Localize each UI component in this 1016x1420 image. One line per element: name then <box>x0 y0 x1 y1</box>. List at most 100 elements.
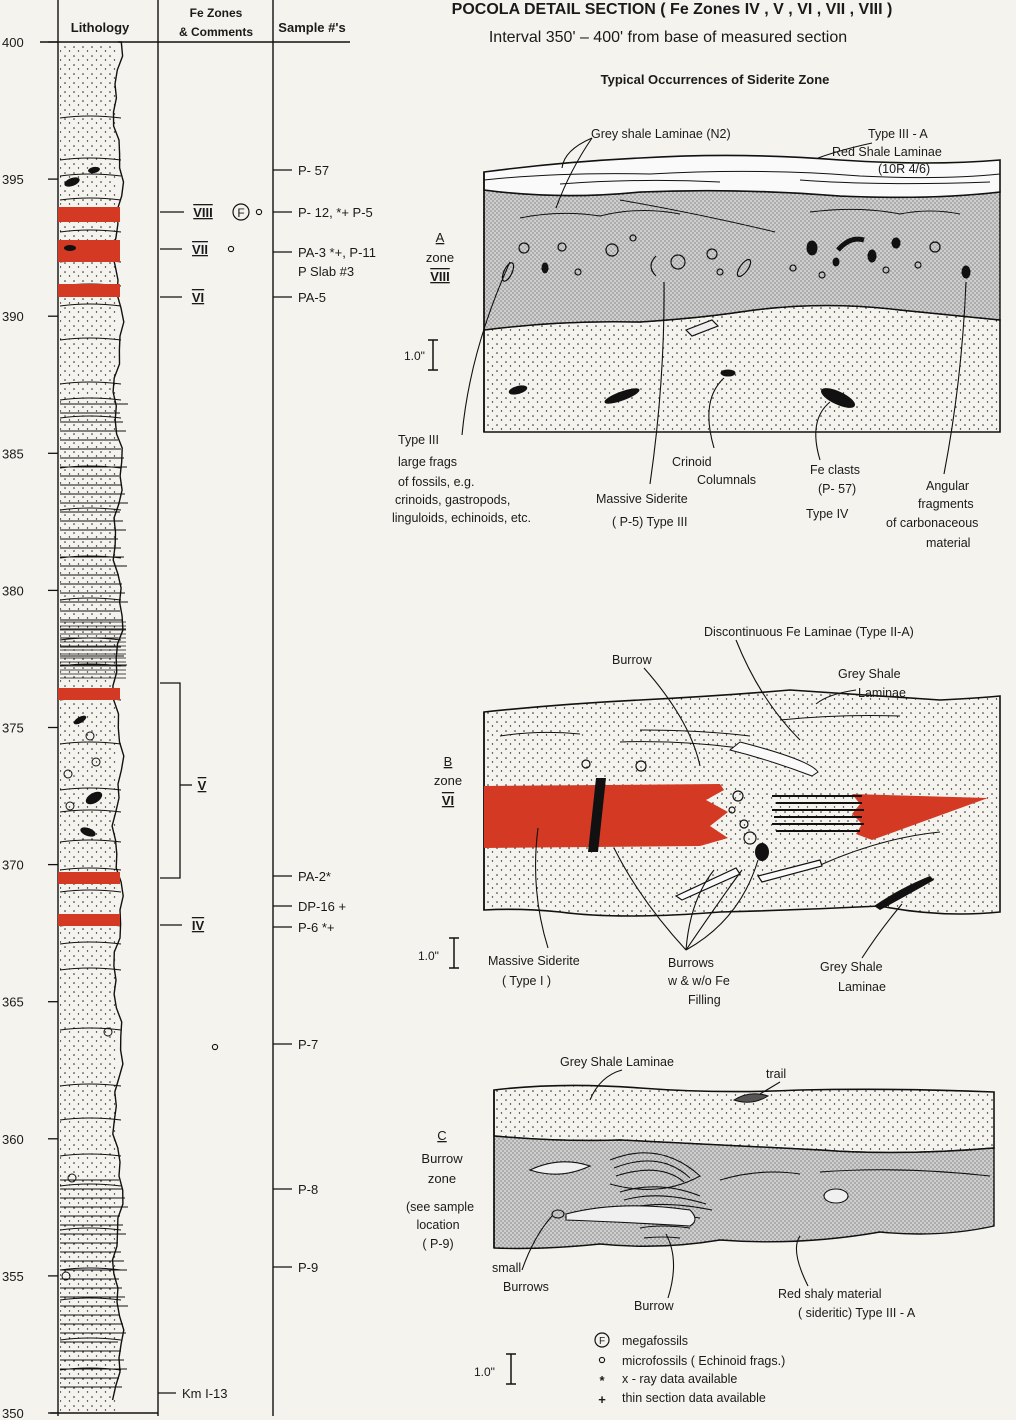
sample-label: P Slab #3 <box>298 264 354 279</box>
label-grey-shale-c: Grey Shale Laminae <box>560 1055 674 1069</box>
panel-b-id: zone <box>434 773 462 788</box>
label-red-shale-laminae: Red Shale Laminae <box>832 145 942 159</box>
label-small-burrows: small <box>492 1261 521 1275</box>
sample-label: Km I-13 <box>182 1386 228 1401</box>
litho-siderite-band-v <box>58 688 120 700</box>
fe-zone-v: V <box>198 778 207 793</box>
panel-a-id: A <box>436 230 445 245</box>
label-massive-siderite-b: Massive Siderite <box>488 954 580 968</box>
legend-thin-section-icon: + <box>598 1392 606 1407</box>
panel-c-red-shaly-material <box>494 1136 994 1249</box>
legend-xray-icon: * <box>599 1373 605 1388</box>
label-type-iii: Type III <box>398 433 439 447</box>
depth-tick-label: 385 <box>2 446 24 461</box>
panel-a-scale-label: 1.0" <box>404 349 425 363</box>
depth-tick-label: 375 <box>2 721 24 736</box>
depth-tick-label: 370 <box>2 858 24 873</box>
legend-microfossil-label: microfossils ( Echinoid frags.) <box>622 1354 785 1368</box>
label-grey-shale-laminae-n2: Grey shale Laminae (N2) <box>591 127 731 141</box>
megafossil-letter: F <box>237 206 244 220</box>
label-trail: trail <box>766 1067 786 1081</box>
litho-siderite-band-v <box>58 872 120 884</box>
depth-tick-label: 400 <box>2 35 24 50</box>
label-type-iii: large frags <box>398 455 457 469</box>
fe-zone-iv: IV <box>192 918 205 933</box>
label-crinoid-columnals: Crinoid <box>672 455 712 469</box>
litho-siderite-band-viii <box>58 207 120 222</box>
panel-b-scale-label: 1.0" <box>418 949 439 963</box>
legend-thin-section-label: thin section data available <box>622 1391 766 1405</box>
figure-title: POCOLA DETAIL SECTION ( Fe Zones IV , V … <box>452 1 893 18</box>
legend-megafossil-letter: F <box>599 1336 605 1347</box>
microfossil-marker-vii <box>228 246 233 251</box>
label-red-shale-code: (10R 4/6) <box>878 162 930 176</box>
label-burrow-b: Burrow <box>612 653 653 667</box>
label-angular-fragments: Angular <box>926 479 969 493</box>
panel-a-scale-bar <box>428 340 438 370</box>
fe-zone-vi: VI <box>192 290 204 305</box>
fe-zone-viii: VIII <box>193 205 213 220</box>
litho-siderite-band-vii <box>58 240 120 262</box>
label-type-iii: of fossils, e.g. <box>398 475 474 489</box>
sample-label: P-9 <box>298 1260 318 1275</box>
litho-siderite-band-iv <box>58 914 120 926</box>
label-fe-clasts: Type IV <box>806 507 849 521</box>
depth-tick-label: 395 <box>2 172 24 187</box>
panel-a-id: VIII <box>430 269 450 284</box>
label-massive-siderite-b: ( Type I ) <box>502 974 551 988</box>
depth-tick-label: 380 <box>2 583 24 598</box>
fe-zones <box>160 212 192 925</box>
figure-subtitle: Interval 350' – 400' from base of measur… <box>489 29 847 46</box>
label-burrows-fe-filling: w & w/o Fe <box>667 974 730 988</box>
sample-label: DP-16 + <box>298 899 346 914</box>
panel-b: 1.0" B zone VI Discontinuous Fe Laminae … <box>418 625 1000 1007</box>
sample-label: PA-5 <box>298 290 326 305</box>
label-burrow-c: Burrow <box>634 1299 675 1313</box>
label-discontinuous-fe-laminae: Discontinuous Fe Laminae (Type II-A) <box>704 625 914 639</box>
panel-b-scale-bar <box>449 938 459 968</box>
label-angular-fragments: of carbonaceous <box>886 516 978 530</box>
panel-c-id: Burrow <box>421 1151 463 1166</box>
legend-megafossil-label: megafossils <box>622 1334 688 1348</box>
depth-axis: 400 395 390 385 380 375 370 365 360 355 350 <box>2 35 58 1420</box>
fe-clast <box>64 245 76 251</box>
col-header-samples: Sample #'s <box>278 20 345 35</box>
fe-zone-vii: VII <box>192 242 208 257</box>
panel-c-id: (see sample <box>406 1200 474 1214</box>
depth-tick-label: 365 <box>2 995 24 1010</box>
label-type-iii: crinoids, gastropods, <box>395 493 510 507</box>
panel-c-id: ( P-9) <box>422 1237 453 1251</box>
sample-label: P-7 <box>298 1037 318 1052</box>
microfossil-marker-363 <box>212 1044 217 1049</box>
label-grey-shale-b: Grey Shale <box>838 667 901 681</box>
panel-a-id: zone <box>426 250 454 265</box>
panel-c-id: C <box>437 1128 446 1143</box>
sample-label: PA-3 *+, P-11 <box>298 245 376 260</box>
label-massive-siderite-a: ( P-5) Type III <box>612 515 688 529</box>
litho-siderite-band-vi <box>58 284 120 297</box>
lithology-column <box>58 42 128 1413</box>
depth-tick-label: 360 <box>2 1132 24 1147</box>
label-small-burrows: Burrows <box>503 1280 549 1294</box>
sample-label: P- 57 <box>298 163 329 178</box>
legend-xray-label: x - ray data available <box>622 1372 737 1386</box>
sample-label: PA-2* <box>298 869 331 884</box>
label-type-iii: linguloids, echinoids, etc. <box>392 511 531 525</box>
depth-tick-label: 355 <box>2 1269 24 1284</box>
depth-tick-label: 390 <box>2 309 24 324</box>
panel-c-id: location <box>416 1218 459 1232</box>
panel-b-id: B <box>444 754 453 769</box>
label-red-shaly-material: ( sideritic) Type III - A <box>798 1306 916 1320</box>
label-grey-shale-b: Laminae <box>858 686 906 700</box>
label-grey-shale-b2: Grey Shale <box>820 960 883 974</box>
panel-b-massive-siderite <box>484 784 728 848</box>
label-angular-fragments: material <box>926 536 970 550</box>
col-header-fezones-2: & Comments <box>179 25 253 39</box>
sample-label: P- 12, *+ P-5 <box>298 205 373 220</box>
label-fe-clasts: (P- 57) <box>818 482 856 496</box>
panel-a: 1.0" A zone VIII Grey shale Laminae (N2)… <box>392 127 1000 550</box>
label-massive-siderite-a: Massive Siderite <box>596 492 688 506</box>
depth-tick-label: 350 <box>2 1406 24 1420</box>
label-burrows-fe-filling: Burrows <box>668 956 714 970</box>
panel-c-scale-label: 1.0" <box>474 1365 495 1379</box>
